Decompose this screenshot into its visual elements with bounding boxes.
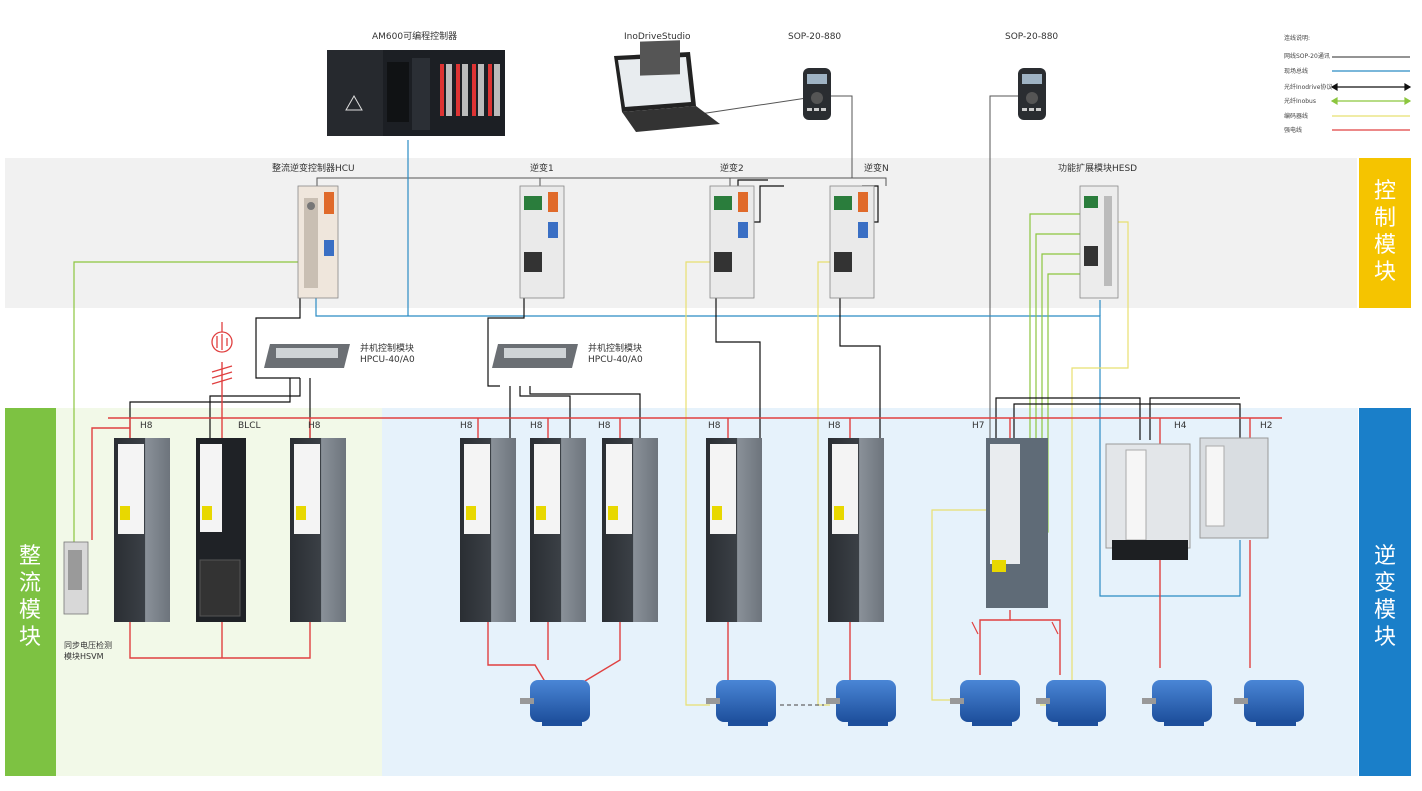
drive-label-2: H8 bbox=[308, 421, 321, 431]
drive-h8-3 bbox=[460, 438, 516, 622]
drive-h8-7 bbox=[828, 438, 884, 622]
hcu-label: 整流逆变控制器HCU bbox=[272, 164, 355, 174]
inverter-n-control bbox=[829, 185, 875, 299]
laptop-device bbox=[614, 40, 720, 132]
drive-label-7: H8 bbox=[828, 421, 841, 431]
legend-lines bbox=[1330, 56, 1412, 131]
drive-label-5: H8 bbox=[598, 421, 611, 431]
inverter-1-control bbox=[519, 185, 565, 299]
rectifier-band: 整流模块 bbox=[5, 408, 56, 776]
hsvm-module bbox=[63, 541, 89, 615]
drive-h7 bbox=[986, 438, 1048, 608]
sop-label-1: SOP-20-880 bbox=[788, 32, 842, 42]
legend-item-5: 强电线 bbox=[1284, 127, 1303, 134]
legend-title: 连线说明: bbox=[1284, 35, 1311, 42]
motor-7 bbox=[1234, 680, 1304, 726]
sop-panel-1 bbox=[803, 68, 831, 120]
hcu-module bbox=[297, 185, 339, 299]
inverter-1-label: 逆变1 bbox=[530, 164, 554, 174]
drive-h8-1 bbox=[114, 438, 170, 622]
inverter-band: 逆变模块 bbox=[1359, 408, 1411, 776]
plc-label: AM600可编程控制器 bbox=[372, 32, 458, 42]
power-line bbox=[91, 362, 1282, 691]
drive-h8-6 bbox=[706, 438, 762, 622]
hpcu-hub-1 bbox=[264, 344, 350, 368]
hpcu-2-line2: HPCU-40/A0 bbox=[588, 355, 643, 365]
drive-label-6: H8 bbox=[708, 421, 721, 431]
sop-panel-2 bbox=[1018, 68, 1046, 120]
plc-device bbox=[327, 50, 505, 136]
drive-units bbox=[114, 437, 1269, 622]
hesd-label: 功能扩展模块HESD bbox=[1058, 164, 1138, 174]
control-band-label: 控制模块 bbox=[1373, 179, 1396, 285]
legend-item-1: 现场总线 bbox=[1284, 68, 1309, 75]
drive-blcl bbox=[196, 438, 246, 622]
motor-4 bbox=[950, 680, 1020, 726]
control-band: 控制模块 bbox=[1359, 158, 1411, 308]
drive-label-9: H4 bbox=[1174, 421, 1187, 431]
hesd-module bbox=[1079, 185, 1119, 299]
drive-label-3: H8 bbox=[460, 421, 473, 431]
hpcu-2-line1: 并机控制模块 bbox=[588, 344, 643, 354]
legend-item-0: 网线SOP-20通讯 bbox=[1284, 53, 1330, 60]
hsvm-label-line2: 模块HSVM bbox=[64, 652, 104, 661]
inverter-2-control bbox=[709, 185, 755, 299]
motor-2 bbox=[706, 680, 776, 726]
drive-label-4: H8 bbox=[530, 421, 543, 431]
inverter-band-label: 逆变模块 bbox=[1373, 544, 1396, 650]
legend-item-4: 编码器线 bbox=[1284, 113, 1309, 120]
hpcu-hub-2 bbox=[492, 344, 578, 368]
drive-h8-5 bbox=[602, 438, 658, 622]
legend-item-3: 光纤Inobus bbox=[1284, 98, 1316, 105]
inverter-2-label: 逆变2 bbox=[720, 164, 744, 174]
motor-3 bbox=[826, 680, 896, 726]
drive-label-8: H7 bbox=[972, 421, 985, 431]
drive-h8-4 bbox=[530, 438, 586, 622]
ethernet-bus bbox=[316, 95, 1030, 440]
motor-6 bbox=[1142, 680, 1212, 726]
rectifier-band-label: 整流模块 bbox=[18, 544, 41, 650]
transformer-icon bbox=[211, 322, 233, 385]
drive-h4 bbox=[1105, 443, 1191, 560]
hpcu-1-line2: HPCU-40/A0 bbox=[360, 355, 415, 365]
hpcu-1-line1: 并机控制模块 bbox=[360, 344, 415, 354]
drive-h8-2 bbox=[290, 438, 346, 622]
legend-item-2: 光纤Inodrive协议 bbox=[1284, 84, 1333, 91]
fiber-line bbox=[129, 179, 1241, 446]
motor-5 bbox=[1036, 680, 1106, 726]
fieldbus-line bbox=[315, 140, 1241, 597]
software-label: InoDriveStudio bbox=[624, 32, 691, 42]
drive-label-1: BLCL bbox=[238, 421, 261, 431]
hsvm-label-line1: 同步电压检测 bbox=[64, 641, 112, 650]
motors bbox=[520, 680, 1304, 726]
drive-h2 bbox=[1199, 437, 1269, 539]
sop-label-2: SOP-20-880 bbox=[1005, 32, 1059, 42]
drive-label-10: H2 bbox=[1260, 421, 1273, 431]
motor-1 bbox=[520, 680, 590, 726]
inverter-n-label: 逆变N bbox=[864, 164, 889, 174]
drive-label-0: H8 bbox=[140, 421, 153, 431]
control-area-background bbox=[5, 158, 1357, 308]
